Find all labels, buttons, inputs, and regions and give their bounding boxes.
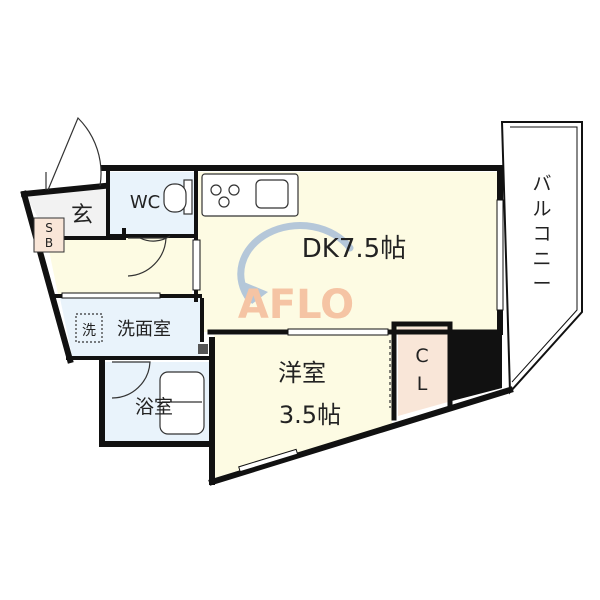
label-washroom: 洗面室 — [117, 319, 171, 340]
shoe-box — [33, 217, 65, 253]
label-closet-bottom: L — [417, 373, 428, 395]
washbasin — [75, 313, 103, 343]
wc-door-swing — [139, 235, 171, 242]
floors — [26, 172, 502, 478]
entrance-door-swing — [47, 116, 102, 191]
label-closet-top: C — [415, 345, 428, 367]
watermark-arc — [237, 222, 354, 304]
balcony: バ ル コ ニ ー — [500, 121, 583, 395]
stove-burner-3 — [228, 184, 240, 196]
openings — [61, 199, 504, 473]
label-western-line2: 3.5帖 — [279, 401, 341, 429]
stove-burner-1 — [210, 184, 222, 196]
label-genkan: 玄 — [71, 203, 93, 228]
hall-floor — [46, 236, 192, 294]
watermark-arrowhead — [244, 282, 268, 304]
label-wc: WC — [130, 192, 160, 213]
hall-sliding-door — [61, 292, 161, 299]
structural-column — [448, 330, 502, 402]
hall-door-opening — [192, 239, 201, 291]
balcony-label-char5: ー — [532, 273, 551, 295]
balcony-label-char2: ル — [532, 198, 551, 220]
label-dk: DK7.5帖 — [302, 234, 406, 264]
balcony-label-char3: コ — [532, 223, 551, 245]
balcony-label-char1: バ — [532, 173, 551, 195]
watermark-text: AFLO — [238, 282, 354, 328]
bathtub — [159, 371, 205, 435]
western-window — [238, 448, 299, 473]
label-sb-bottom: B — [45, 236, 53, 250]
pillar-small — [198, 344, 208, 354]
hall-door-swing — [127, 237, 167, 277]
stove-burner-2 — [218, 196, 230, 208]
western-sliding-door — [287, 328, 389, 336]
watermark: AFLO — [237, 222, 354, 328]
label-western-line1: 洋室 — [278, 359, 326, 387]
label-bath: 浴室 — [135, 396, 173, 418]
sink-bowl — [255, 179, 289, 209]
bath-door-swing — [111, 361, 151, 399]
door-swings — [45, 116, 171, 399]
closet-floor — [398, 327, 448, 416]
fixtures — [33, 173, 391, 435]
balcony-label-char4: ニ — [532, 248, 551, 270]
western-room-floor — [214, 335, 392, 478]
dk-window — [496, 199, 504, 311]
label-washroom-icon: 洗 — [82, 323, 96, 339]
label-sb-top: S — [45, 221, 53, 235]
toilet-seat — [163, 183, 187, 213]
room-labels: 玄 S B WC DK7.5帖 洗 洗面室 浴室 洋室 3.5帖 C L — [45, 192, 429, 429]
